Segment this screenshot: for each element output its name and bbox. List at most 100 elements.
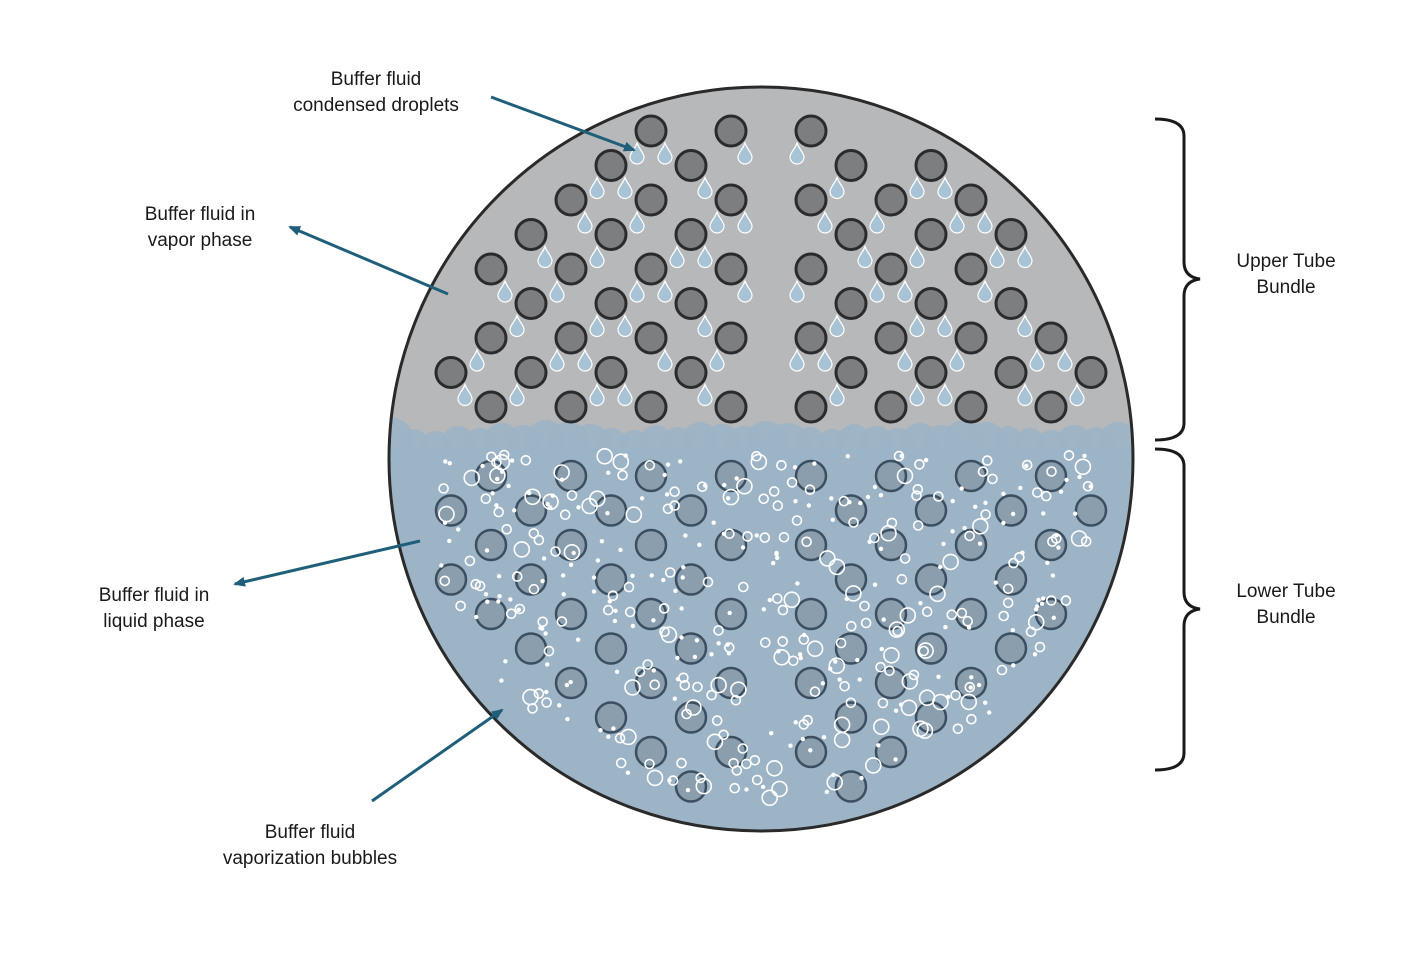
tube	[834, 494, 868, 527]
bubble	[983, 700, 988, 705]
tube	[674, 356, 708, 389]
tube	[674, 770, 708, 803]
bubble	[443, 459, 448, 464]
bubble	[751, 774, 763, 786]
bubble	[973, 504, 978, 509]
bubble	[835, 637, 847, 649]
bubble	[439, 563, 444, 568]
bubble	[514, 603, 526, 615]
bubble	[681, 565, 686, 570]
bubble	[644, 758, 655, 770]
bubble	[893, 708, 899, 713]
bubble	[859, 775, 864, 781]
bubble	[528, 528, 540, 539]
tube	[874, 666, 908, 700]
droplet	[577, 210, 593, 234]
bubble	[620, 728, 637, 746]
bubble	[983, 500, 988, 505]
tube	[714, 390, 748, 424]
bubble	[821, 735, 827, 740]
bubble	[1047, 536, 1058, 547]
bubble	[1021, 459, 1033, 471]
bubble	[828, 558, 846, 576]
bubble	[490, 491, 495, 496]
bubble	[442, 520, 448, 525]
label-line: Bundle	[1256, 607, 1316, 628]
bubble	[1082, 480, 1094, 492]
tube	[794, 528, 828, 562]
bubble	[639, 496, 645, 501]
bubble	[541, 556, 547, 561]
tube	[794, 114, 828, 148]
bubble	[1032, 487, 1043, 498]
bubble	[820, 681, 826, 686]
label-vapor-phase: Buffer fluid in vapor phase	[108, 202, 292, 254]
droplet	[709, 210, 725, 234]
bubble	[1036, 597, 1041, 603]
bubble	[737, 743, 749, 754]
tube	[794, 390, 828, 424]
tube	[674, 563, 708, 596]
bubble	[728, 757, 739, 769]
bubble	[950, 529, 955, 534]
bubble	[543, 645, 555, 657]
tube	[994, 494, 1028, 527]
foam-bubble	[796, 427, 824, 455]
callout-arrows	[233, 95, 636, 803]
bubble	[1011, 663, 1016, 668]
bubble	[864, 757, 882, 774]
bubble	[495, 476, 500, 482]
droplet	[1029, 348, 1045, 372]
tube	[914, 494, 948, 527]
bubble	[685, 787, 691, 793]
bubble	[741, 758, 752, 770]
bubble	[833, 731, 851, 749]
droplet	[697, 382, 713, 407]
droplet	[657, 348, 673, 372]
bubble	[556, 616, 568, 627]
droplet	[817, 210, 833, 234]
bubble	[966, 713, 977, 725]
tube	[634, 252, 668, 286]
tube	[634, 735, 668, 769]
bubble	[908, 669, 920, 681]
bubble	[977, 541, 983, 546]
bubble	[659, 626, 670, 638]
bubble	[508, 597, 513, 602]
bubble	[855, 657, 860, 663]
tube	[1034, 528, 1068, 562]
droplet	[897, 279, 913, 303]
droplet	[949, 210, 965, 234]
droplet	[909, 244, 925, 269]
tube	[514, 494, 548, 527]
bubble	[1018, 485, 1023, 491]
bubble	[767, 597, 772, 603]
label-line: condensed droplets	[293, 95, 459, 116]
bubble	[595, 558, 601, 563]
droplet	[549, 348, 565, 372]
tube	[954, 459, 988, 493]
droplet	[977, 279, 993, 303]
bubble	[859, 600, 870, 612]
tube	[1074, 356, 1108, 389]
bubble	[865, 494, 871, 500]
droplet	[737, 279, 753, 303]
label-line: Bundle	[1256, 277, 1316, 298]
bubble	[602, 604, 614, 616]
tube	[834, 770, 868, 803]
bubble	[751, 450, 762, 462]
bubble	[1027, 613, 1045, 631]
droplet	[977, 210, 993, 234]
tube	[594, 701, 628, 734]
bubble	[537, 616, 549, 628]
tube	[514, 287, 548, 320]
bubble	[649, 573, 654, 578]
bubble	[938, 564, 943, 570]
tube	[634, 597, 668, 631]
tube	[794, 183, 828, 217]
bubble	[679, 635, 684, 640]
bubble	[966, 625, 972, 630]
bubble	[869, 532, 880, 544]
bubble	[1045, 560, 1050, 565]
